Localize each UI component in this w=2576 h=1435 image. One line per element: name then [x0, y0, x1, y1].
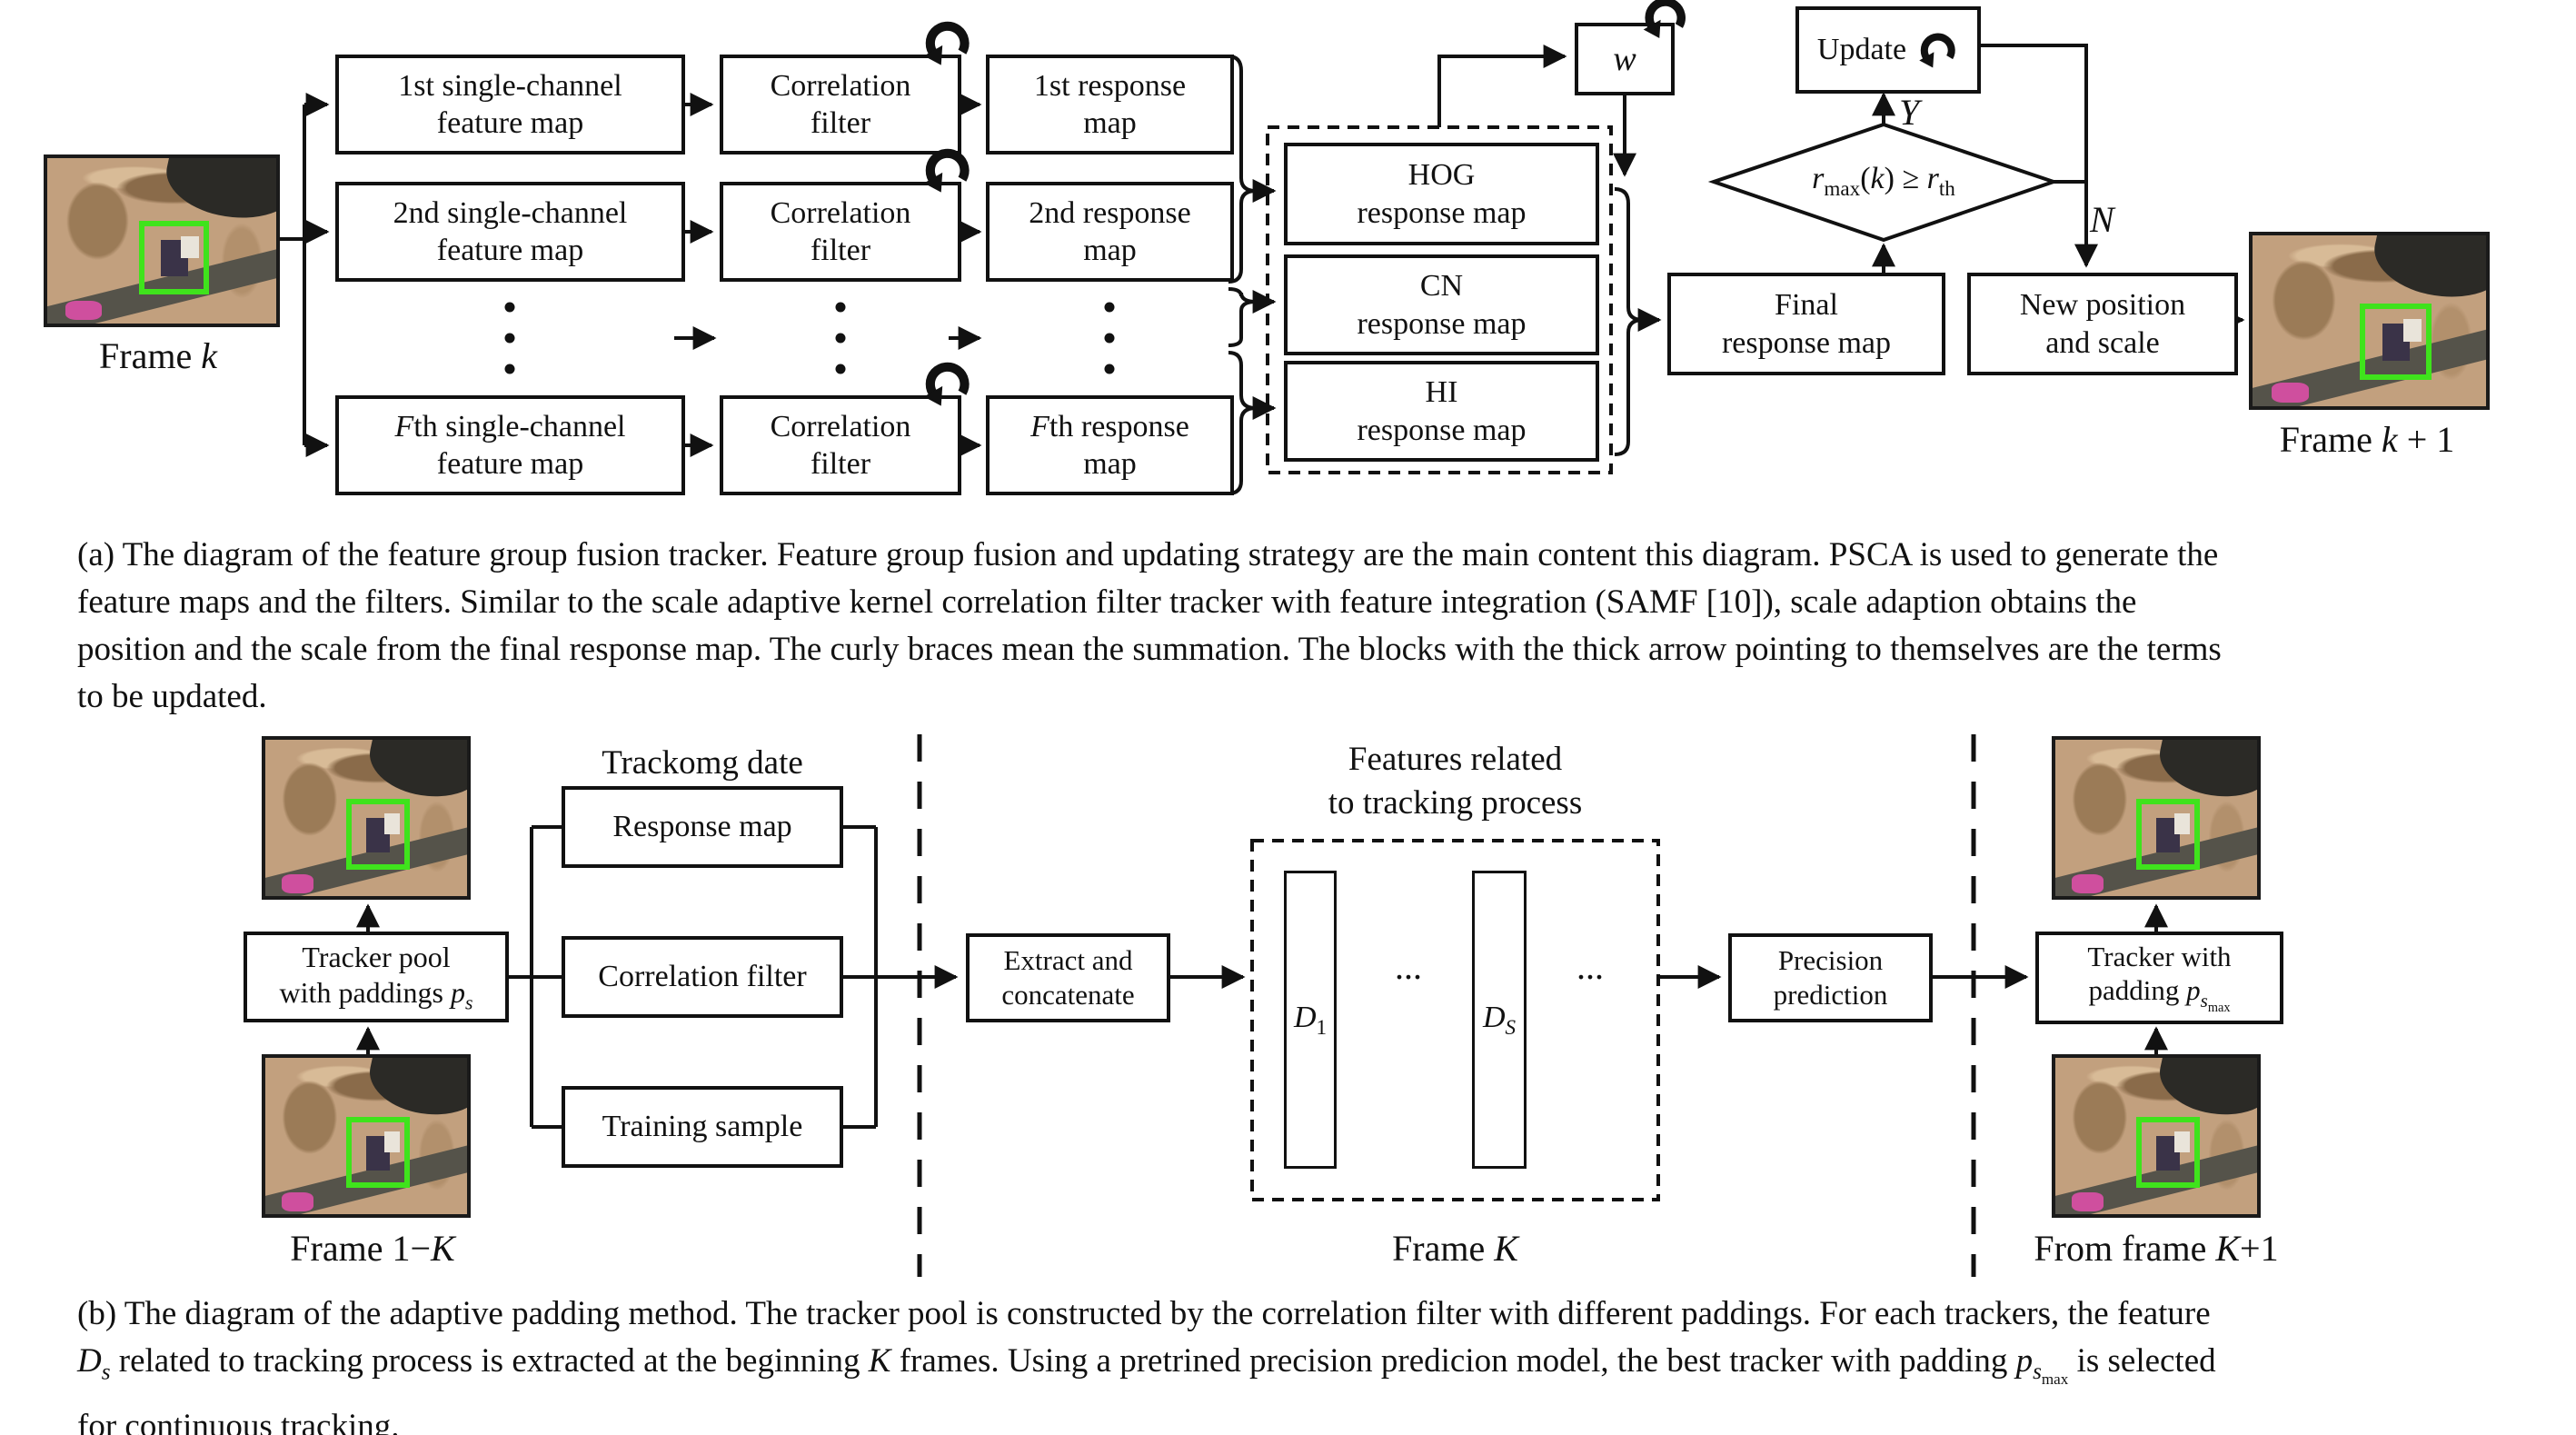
result-top-image: [2052, 736, 2261, 900]
frame-k-caption: Frame k: [99, 335, 217, 376]
response-map-2: 2nd response map: [986, 182, 1234, 282]
brace-final: [1614, 187, 1644, 456]
pool-top-image: [262, 736, 471, 900]
tracking-data-title: Trackomg date: [602, 744, 803, 782]
photo-pink-patch: [2071, 873, 2104, 893]
result-bottom-image: [2052, 1054, 2261, 1218]
caption-a-line2: feature maps and the filters. Similar to…: [77, 583, 2137, 621]
decision-diamond: [1707, 122, 2060, 243]
photo-dark-region: [363, 1058, 467, 1126]
frame-range-caption: Frame 1−K: [290, 1228, 455, 1269]
photo-dark-region: [2153, 740, 2257, 808]
training-sample-item: Training sample: [562, 1086, 843, 1168]
tracking-target-box: [345, 799, 410, 870]
update-out-line: [1977, 44, 2098, 268]
features-title: Features related to tracking process: [1328, 741, 1583, 822]
features-dashed-box: [1250, 839, 1660, 1201]
ellipsis: ...: [1576, 946, 1604, 987]
decision-condition: rmax(k) ≥ rth: [1812, 162, 1955, 201]
correlation-filter-2: Correlation filter: [720, 182, 961, 282]
feature-ds-column: DS: [1472, 871, 1527, 1169]
correlation-filter-F: Correlation filter: [720, 395, 961, 495]
tracker-with-padding-box: Tracker with padding psmax: [2035, 932, 2283, 1024]
frame-k1-caption: Frame k + 1: [2279, 419, 2455, 460]
ellipsis: ...: [1395, 946, 1422, 987]
target-highlight: [2402, 318, 2422, 342]
brace-cn: [1228, 287, 1257, 347]
caption-b-line2: Ds related to tracking process is extrac…: [77, 1342, 2216, 1389]
tracking-target-box: [2360, 304, 2432, 380]
frame-k1-image: [2249, 232, 2490, 410]
pool-bottom-image: [262, 1054, 471, 1218]
caption-a: (a) The diagram of the feature group fus…: [77, 532, 2222, 721]
tracking-target-box: [138, 221, 210, 295]
feature-map-2: 2nd single-channel feature map: [335, 182, 685, 282]
hi-response-map: HI response map: [1284, 361, 1599, 462]
frame-k-image: [44, 154, 280, 327]
caption-b-line3: for continuous tracking.: [77, 1408, 400, 1435]
frame-K-caption: Frame K: [1392, 1228, 1518, 1269]
photo-pink-patch: [2071, 1191, 2104, 1211]
decision-no-label: N: [2090, 199, 2114, 240]
precision-prediction-box: Precision prediction: [1728, 933, 1933, 1022]
photo-dark-region: [363, 740, 467, 808]
photo-dark-region: [159, 158, 276, 231]
self-update-icon: [921, 357, 974, 414]
photo-pink-patch: [2271, 382, 2309, 404]
photo-dark-region: [2153, 1058, 2257, 1126]
target-highlight: [181, 235, 200, 258]
feature-map-1: 1st single-channel feature map: [335, 55, 685, 154]
self-update-icon: [921, 144, 974, 201]
photo-pink-patch: [281, 1191, 314, 1211]
response-map-item: Response map: [562, 786, 843, 868]
self-update-icon: [921, 16, 974, 74]
tracking-target-box: [2135, 1117, 2200, 1188]
cn-response-map: CN response map: [1284, 254, 1599, 355]
response-map-F: Fth response map: [986, 395, 1234, 495]
tracking-target-box: [2135, 799, 2200, 870]
hog-response-map: HOG response map: [1284, 143, 1599, 245]
tracker-pool-box: Tracker pool with paddings ps: [244, 932, 509, 1022]
caption-a-line4: to be updated.: [77, 678, 267, 715]
new-position-box: New position and scale: [1967, 273, 2238, 375]
final-response-map: Final response map: [1667, 273, 1945, 375]
photo-pink-patch: [65, 300, 103, 321]
caption-a-line1: (a) The diagram of the feature group fus…: [77, 536, 2219, 573]
correlation-filter-1: Correlation filter: [720, 55, 961, 154]
caption-a-line3: position and the scale from the final re…: [77, 631, 2222, 668]
self-update-icon: [1919, 33, 1955, 68]
from-frame-caption: From frame K+1: [2034, 1228, 2279, 1269]
caption-b: (b) The diagram of the adaptive padding …: [77, 1291, 2216, 1435]
response-map-1: 1st response map: [986, 55, 1234, 154]
ellipsis-dots: [504, 302, 1115, 374]
decision-yes-label: Y: [1899, 92, 1920, 133]
feature-map-F: Fth single-channel feature map: [335, 395, 685, 495]
feature-d1-column: D1: [1284, 871, 1337, 1169]
photo-pink-patch: [281, 873, 314, 893]
photo-dark-region: [2366, 235, 2486, 311]
self-update-icon: [1641, 0, 1690, 46]
w-in-line: [1437, 45, 1567, 127]
correlation-filter-item: Correlation filter: [562, 936, 843, 1018]
extract-concatenate-box: Extract and concatenate: [966, 933, 1170, 1022]
caption-b-line1: (b) The diagram of the adaptive padding …: [77, 1295, 2211, 1332]
update-box: Update: [1795, 6, 1981, 94]
tracking-target-box: [345, 1117, 410, 1188]
